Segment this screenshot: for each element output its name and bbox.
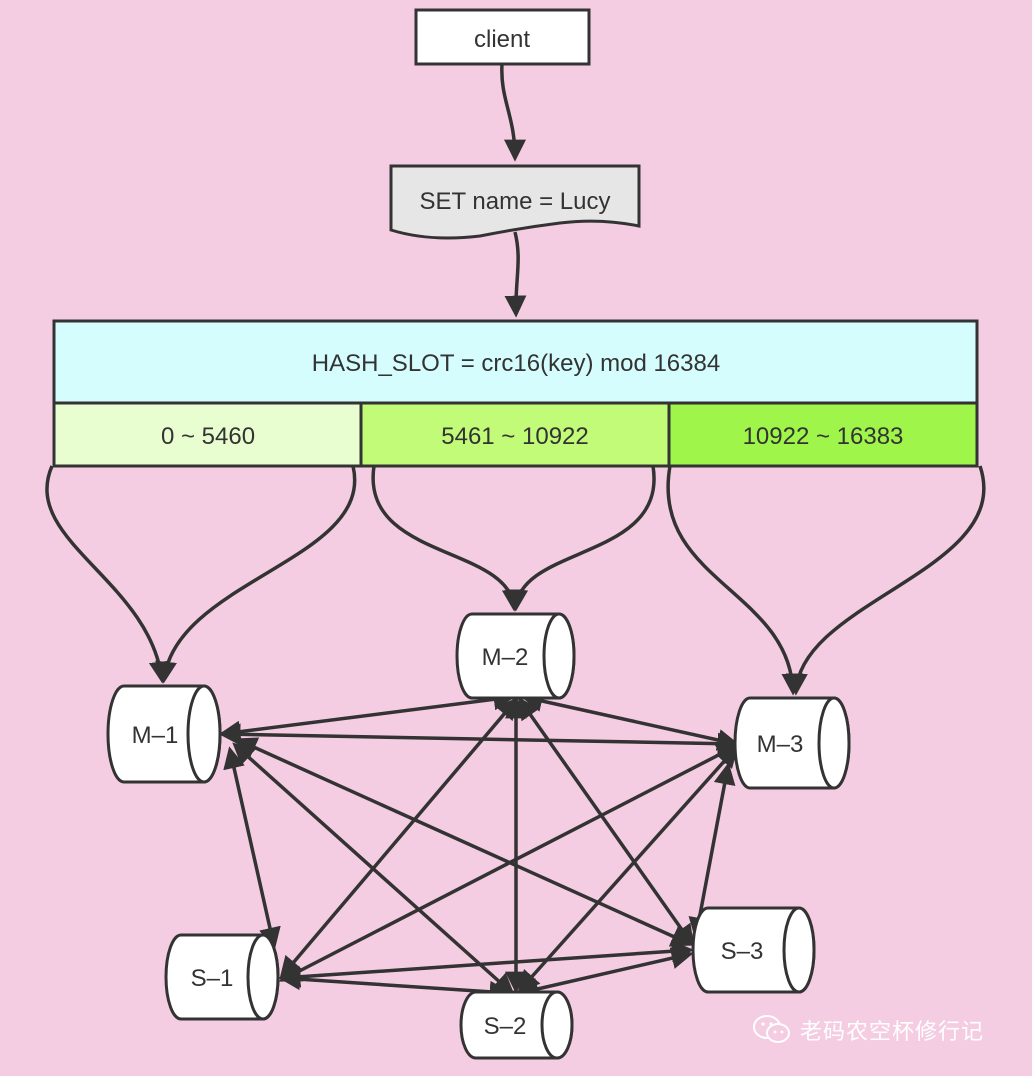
wechat-icon <box>753 1015 790 1043</box>
edge-m2-s1 <box>279 697 519 979</box>
edge-s1-s3 <box>278 940 694 988</box>
hash-slot-label: HASH_SLOT = crc16(key) mod 16384 <box>312 350 720 377</box>
node-s3-label: S–3 <box>721 938 764 965</box>
node-m3: M–3 <box>733 696 851 790</box>
slot-range-2-label: 5461 ~ 10922 <box>441 423 588 450</box>
hash-slot-box: HASH_SLOT = crc16(key) mod 16384 <box>52 319 979 405</box>
node-s1: S–1 <box>164 933 280 1021</box>
node-s2: S–2 <box>459 990 574 1060</box>
slot-range-3: 10922 ~ 16383 <box>667 401 979 468</box>
watermark-text: 老码农空杯修行记 <box>800 1020 985 1045</box>
slot-range-2: 5461 ~ 10922 <box>359 401 671 468</box>
slot-range-1-label: 0 ~ 5460 <box>161 423 255 450</box>
slot-range-3-label: 10922 ~ 16383 <box>743 423 904 450</box>
node-s2-label: S–2 <box>484 1013 527 1040</box>
edge-range1-right-m1 <box>155 465 357 684</box>
edge-range3-left-m3 <box>666 465 804 696</box>
client-label: client <box>474 26 530 53</box>
node-m1-label: M–1 <box>132 722 179 749</box>
edge-range1-left-m1 <box>45 465 171 684</box>
edge-m3-s3 <box>688 762 736 940</box>
command-node: SET name = Lucy <box>389 164 641 240</box>
node-s1-label: S–1 <box>191 965 234 992</box>
slot-range-1: 0 ~ 5460 <box>52 401 363 468</box>
node-s3: S–3 <box>691 906 816 994</box>
edge-range2-left-m2 <box>371 465 524 612</box>
edge-m1-s1 <box>223 746 281 950</box>
node-m3-label: M–3 <box>757 731 804 758</box>
range-to-master-edges <box>45 465 986 696</box>
edge-range3-right-m3 <box>785 465 986 696</box>
edge-m3-s1 <box>278 744 740 982</box>
watermark: 老码农空杯修行记 <box>752 1010 984 1050</box>
edge-client-command <box>500 63 526 162</box>
cluster-mesh-edges <box>218 688 740 1003</box>
node-m2: M–2 <box>455 612 576 700</box>
edge-m2-m3 <box>520 690 740 751</box>
edge-command-hash <box>504 231 527 318</box>
node-m1: M–1 <box>106 684 222 784</box>
edge-range2-right-m2 <box>506 465 656 612</box>
edge-s2-s3 <box>516 947 694 1000</box>
client-node: client <box>414 8 591 66</box>
edge-m1-m2 <box>218 688 516 743</box>
node-m2-label: M–2 <box>482 644 529 671</box>
command-label: SET name = Lucy <box>420 188 611 215</box>
